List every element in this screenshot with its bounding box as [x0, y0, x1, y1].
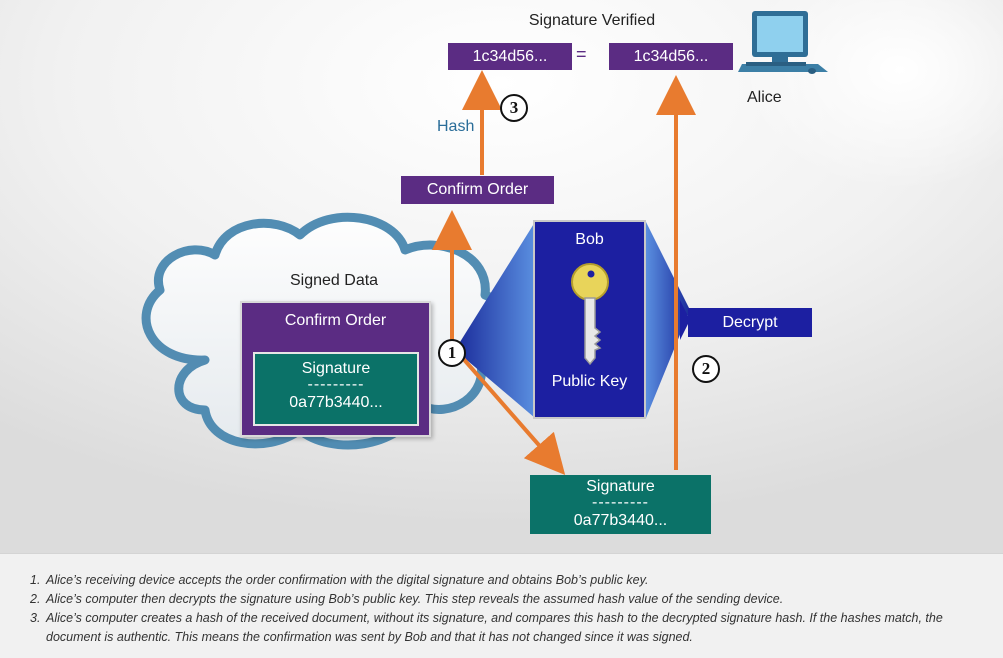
decrypted-signature-dashes: --------- — [592, 494, 649, 511]
document-signature-dashes: --------- — [307, 376, 365, 393]
document-signature-box: Signature --------- 0a77b3440... — [253, 352, 419, 426]
hash-left-box: 1c34d56... — [448, 43, 572, 70]
note-text: Alice’s receiving device accepts the ord… — [46, 573, 649, 587]
signed-data-label: Signed Data — [290, 272, 379, 289]
notes-panel: 1. Alice’s receiving device accepts the o… — [0, 553, 1003, 658]
step-2-badge: 2 — [692, 355, 720, 383]
note-text: Alice’s computer then decrypts the signa… — [46, 592, 784, 606]
key-icon — [571, 263, 609, 366]
note-item: 3. Alice’s computer creates a hash of the… — [30, 609, 996, 647]
note-text: Alice’s computer creates a hash of the r… — [46, 611, 943, 644]
note-number: 3. — [30, 611, 41, 625]
key-beam-left — [455, 222, 535, 418]
public-key-panel: Bob Public Key — [533, 220, 646, 419]
hash-right-box: 1c34d56... — [609, 43, 733, 70]
key-beam-right — [646, 222, 690, 418]
document-signature-title: Signature — [301, 360, 371, 377]
diagram-stage: Signature Verified 1c34d56... = 1c34d56.… — [0, 0, 1003, 553]
diagram-canvas — [0, 0, 1003, 553]
signed-document: Confirm Order Signature --------- 0a77b3… — [240, 301, 431, 437]
note-number: 2. — [30, 592, 41, 606]
alice-label: Alice — [747, 89, 782, 106]
signature-verified-label: Signature Verified — [528, 12, 656, 29]
computer-icon — [738, 11, 828, 74]
decrypted-signature-box: Signature --------- 0a77b3440... — [530, 475, 711, 534]
step-1-badge: 1 — [438, 339, 466, 367]
decrypted-signature-title: Signature — [586, 478, 655, 495]
hash-label: Hash — [437, 118, 475, 135]
decrypt-connector — [680, 300, 690, 340]
document-signature-value: 0a77b3440... — [289, 394, 383, 411]
decrypt-box: Decrypt — [688, 308, 812, 337]
key-owner-label: Bob — [575, 231, 604, 248]
note-item: 1. Alice’s receiving device accepts the o… — [30, 571, 996, 590]
confirm-order-box: Confirm Order — [401, 176, 554, 204]
note-item: 2. Alice’s computer then decrypts the sig… — [30, 590, 996, 609]
decrypted-signature-value: 0a77b3440... — [573, 512, 668, 529]
document-title: Confirm Order — [284, 312, 387, 329]
step1-diag-arrow — [458, 353, 566, 476]
note-number: 1. — [30, 573, 41, 587]
step-3-badge: 3 — [500, 94, 528, 122]
equals-sign: = — [576, 44, 587, 64]
public-key-label: Public Key — [551, 373, 628, 390]
